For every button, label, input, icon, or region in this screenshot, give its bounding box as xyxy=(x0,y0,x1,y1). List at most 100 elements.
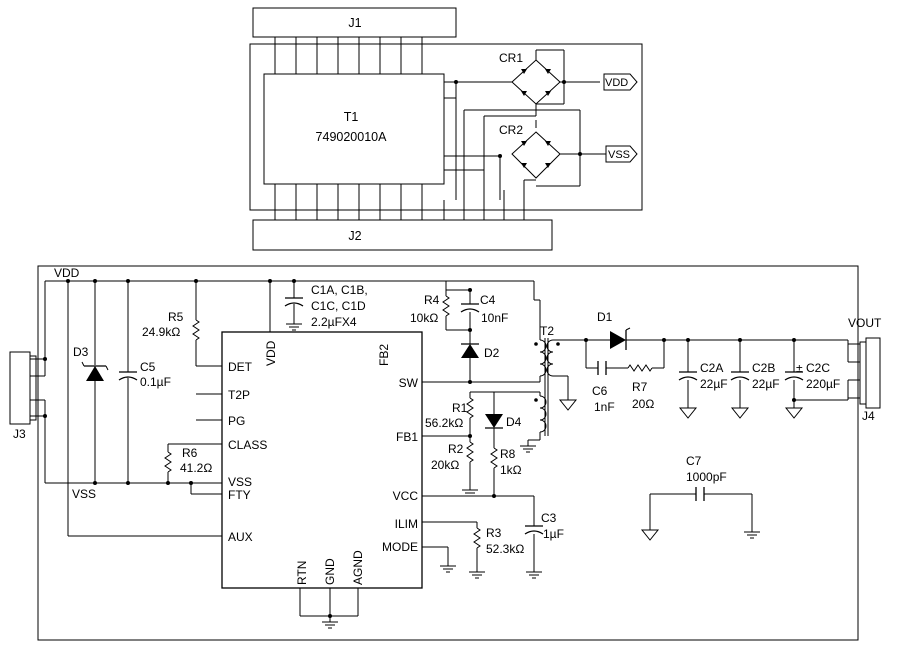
vdd-net-label: VDD xyxy=(54,266,80,280)
j1-label: J1 xyxy=(348,16,361,30)
controller-ic xyxy=(221,331,423,589)
c7-ref: C7 xyxy=(686,454,702,468)
vss-net-flag xyxy=(605,145,638,163)
ic-pin-det: DET xyxy=(228,360,253,374)
ic-pin-fty: FTY xyxy=(228,488,251,502)
j2-connector xyxy=(252,219,553,251)
vss-net-label: VSS xyxy=(72,487,96,501)
r2-value: 20kΩ xyxy=(431,458,459,472)
ic-pin-sw: SW xyxy=(399,376,419,390)
c2c-polarity: ± xyxy=(796,361,803,375)
c7-value: 1000pF xyxy=(686,470,727,484)
c5-capacitor xyxy=(118,371,138,483)
r6-resistor xyxy=(164,444,172,483)
ic-bottom-ground-net xyxy=(299,588,359,617)
ic-ground-symbol xyxy=(321,615,339,629)
c1-ref-line1: C1A, C1B, xyxy=(311,283,368,297)
r7-ref: R7 xyxy=(632,380,648,394)
r6-value: 41.2Ω xyxy=(180,461,212,475)
r5-ref: R5 xyxy=(168,310,184,324)
d1-diode xyxy=(610,327,631,350)
d4-label: D4 xyxy=(506,415,522,429)
r1-value: 56.2kΩ xyxy=(425,416,463,430)
j1-pins xyxy=(274,37,423,74)
board-outline xyxy=(37,265,859,641)
r8-value: 1kΩ xyxy=(500,463,522,477)
ic-pin-vcc: VCC xyxy=(393,489,419,503)
d4-diode xyxy=(485,414,503,429)
c6-value: 1nF xyxy=(594,400,615,414)
d2-diode xyxy=(461,343,479,358)
r2-ref: R2 xyxy=(448,442,464,456)
ic-pin-t2p: T2P xyxy=(228,388,250,402)
vdd-net-flag xyxy=(603,73,638,91)
ic-pin-rtn: RTN xyxy=(295,561,309,585)
t2-transformer xyxy=(494,300,577,453)
c2b-ref: C2B xyxy=(752,361,775,375)
r4-ref: R4 xyxy=(424,293,440,307)
r1-ref: R1 xyxy=(452,401,468,415)
main-circuit: VDD J3 D3 xyxy=(9,265,882,641)
t1-part-label: 749020010A xyxy=(316,130,388,144)
r3-ref: R3 xyxy=(486,526,502,540)
ic-pin-vdd: VDD xyxy=(264,340,278,366)
ic-pin-vss: VSS xyxy=(228,475,252,489)
c2a-ref: C2A xyxy=(700,361,723,375)
d2-label: D2 xyxy=(484,346,500,360)
j3-connector-lip xyxy=(29,355,37,421)
j2-pins xyxy=(274,184,525,220)
snubber-network xyxy=(422,280,540,383)
t2-label: T2 xyxy=(540,324,554,338)
r7-value: 20Ω xyxy=(632,397,654,411)
r8-ref: R8 xyxy=(500,447,516,461)
output-rail xyxy=(570,339,849,404)
ic-left-pin-stubs xyxy=(68,393,222,537)
j4-connector xyxy=(865,337,881,409)
cr2-label: CR2 xyxy=(499,123,523,137)
j4-connector-lip xyxy=(859,341,867,405)
c2c-ref: C2C xyxy=(806,361,830,375)
r6-ref: R6 xyxy=(182,446,198,460)
j4-wiring xyxy=(848,343,860,399)
c6-ref: C6 xyxy=(592,384,608,398)
ic-pin-agnd: AGND xyxy=(351,550,365,585)
j1-connector xyxy=(252,7,457,38)
ic-pin-gnd: GND xyxy=(323,558,337,585)
d3-tvs-diode xyxy=(81,361,109,483)
cr1-bridge-rectifier xyxy=(454,59,566,105)
vdd-rail xyxy=(44,280,446,536)
ic-pin-pg: PG xyxy=(228,414,245,428)
c4-value: 10nF xyxy=(481,311,508,325)
d3-label: D3 xyxy=(73,345,89,359)
j3-label: J3 xyxy=(13,427,26,441)
top-module: J1 J2 T1 749020010A xyxy=(249,7,643,251)
vout-net-label: VOUT xyxy=(848,316,882,330)
j4-label: J4 xyxy=(862,409,875,423)
c7-capacitor xyxy=(641,487,761,541)
r5-value: 24.9kΩ xyxy=(142,325,180,339)
c1-ref-line2: C1C, C1D xyxy=(311,299,366,313)
c1-value: 2.2µFX4 xyxy=(311,315,357,329)
ic-pin-aux: AUX xyxy=(228,530,253,544)
vdd-flag-label: VDD xyxy=(605,77,628,89)
ic-pin-class: CLASS xyxy=(228,438,267,452)
d1-label: D1 xyxy=(597,310,613,324)
vss-flag-label: VSS xyxy=(608,149,630,161)
c2c-value: 220µF xyxy=(806,377,840,391)
cr2-bridge-rectifier xyxy=(498,131,582,179)
t1-ref-label: T1 xyxy=(344,110,359,124)
j3-connector xyxy=(9,351,31,425)
r4-value: 10kΩ xyxy=(410,311,438,325)
c2a-value: 22µF xyxy=(700,377,728,391)
c5-value: 0.1µF xyxy=(140,375,171,389)
module-outline xyxy=(249,43,643,211)
c3-ref: C3 xyxy=(541,511,557,525)
c5-ref: C5 xyxy=(140,360,156,374)
c1-capacitor-bank xyxy=(284,297,304,331)
t1-transformer-body xyxy=(263,73,445,185)
ilim-mode-net xyxy=(422,521,481,566)
c4-ref: C4 xyxy=(480,293,496,307)
bridge-wiring xyxy=(444,49,606,200)
j2-label: J2 xyxy=(348,229,361,243)
